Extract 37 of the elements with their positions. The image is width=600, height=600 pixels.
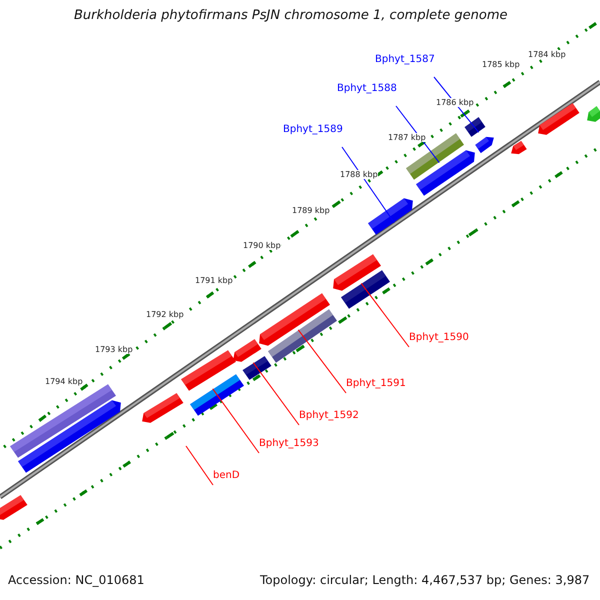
scale-label: 1789 kbp	[292, 206, 330, 216]
gene-block	[242, 356, 272, 380]
scale-label: 1786 kbp	[436, 98, 474, 108]
scale-label: 1793 kbp	[95, 345, 133, 354]
gene-label: Bphyt_1592	[299, 410, 359, 422]
scale-label: 1791 kbp	[195, 276, 233, 286]
leader-line	[212, 388, 260, 454]
gene-block	[341, 270, 390, 309]
gene-label: Bphyt_1593	[259, 438, 319, 450]
scale-label: 1790 kbp	[243, 241, 281, 250]
scale-label: 1792 kbp	[146, 310, 184, 320]
scale-label: 1785 kbp	[482, 60, 520, 70]
title: Burkholderia phytofirmans PsJN chromosome 1, complete genome	[74, 9, 508, 24]
leader-line	[434, 76, 480, 133]
gene-block	[406, 133, 464, 180]
gene-label: Bphyt_1590	[409, 332, 469, 344]
accession-text: Accession: NC_010681	[8, 574, 144, 588]
gene-label: Bphyt_1589	[283, 124, 343, 136]
gene-label: Bphyt_1591	[346, 378, 406, 390]
scale-label: 1784 kbp	[528, 50, 566, 60]
leader-line	[252, 362, 300, 426]
scale-label: 1787 kbp	[388, 133, 426, 142]
gene-label: benD	[213, 470, 240, 482]
leader-line	[298, 329, 346, 394]
leader-line	[342, 146, 395, 224]
gene-block	[464, 117, 486, 137]
leader-line	[396, 106, 440, 164]
gene-label: Bphyt_1588	[337, 83, 397, 94]
gene-label: Bphyt_1587	[375, 54, 435, 66]
gene-block	[368, 198, 413, 235]
scale-label: 1788 kbp	[340, 170, 378, 180]
gene-block	[190, 374, 244, 416]
leader-line	[186, 446, 214, 486]
scale-label: 1794 kbp	[45, 377, 83, 386]
gene-block	[268, 309, 337, 363]
genome-info-text: Topology: circular; Length: 4,467,537 bp; Genes: 3,987	[260, 574, 590, 588]
leader-line	[360, 282, 410, 348]
